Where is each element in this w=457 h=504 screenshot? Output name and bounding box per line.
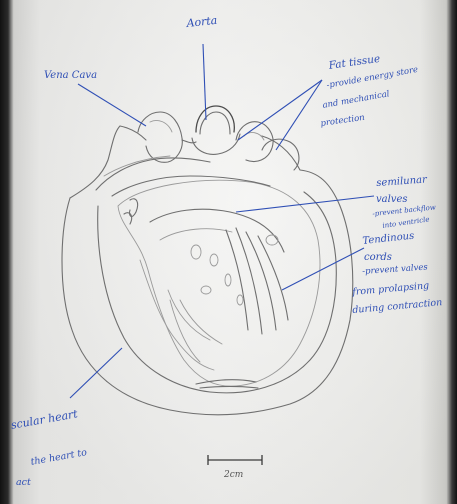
heart-outer-outline [62, 136, 353, 415]
septum-line [150, 209, 284, 252]
tendinous-cord-2 [236, 228, 262, 334]
aorta-vessel [196, 106, 234, 132]
vena-cava-vessel [138, 112, 182, 162]
heart-outer-outline-left [70, 126, 120, 198]
tendinous-pointer [282, 248, 364, 290]
label-tendinous-2: cords [364, 252, 392, 264]
fat-tissue-pointer-1 [238, 80, 322, 140]
aorta-pointer [203, 44, 206, 120]
fat-tissue-pointer-2 [276, 80, 322, 150]
tendinous-cord-3 [246, 232, 276, 330]
label-muscular-note-2: act [16, 478, 31, 489]
semilunar-pointer [236, 196, 374, 212]
tendinous-cord-1 [226, 230, 248, 330]
label-scale: 2cm [224, 470, 243, 480]
heart-inner-outline [98, 192, 337, 393]
label-vena-cava: Vena Cava [44, 70, 97, 82]
scale-bar [208, 455, 262, 465]
label-semilunar-2: valves [376, 194, 408, 206]
muscular-pointer [70, 348, 122, 398]
vena-cava-pointer [78, 84, 146, 126]
